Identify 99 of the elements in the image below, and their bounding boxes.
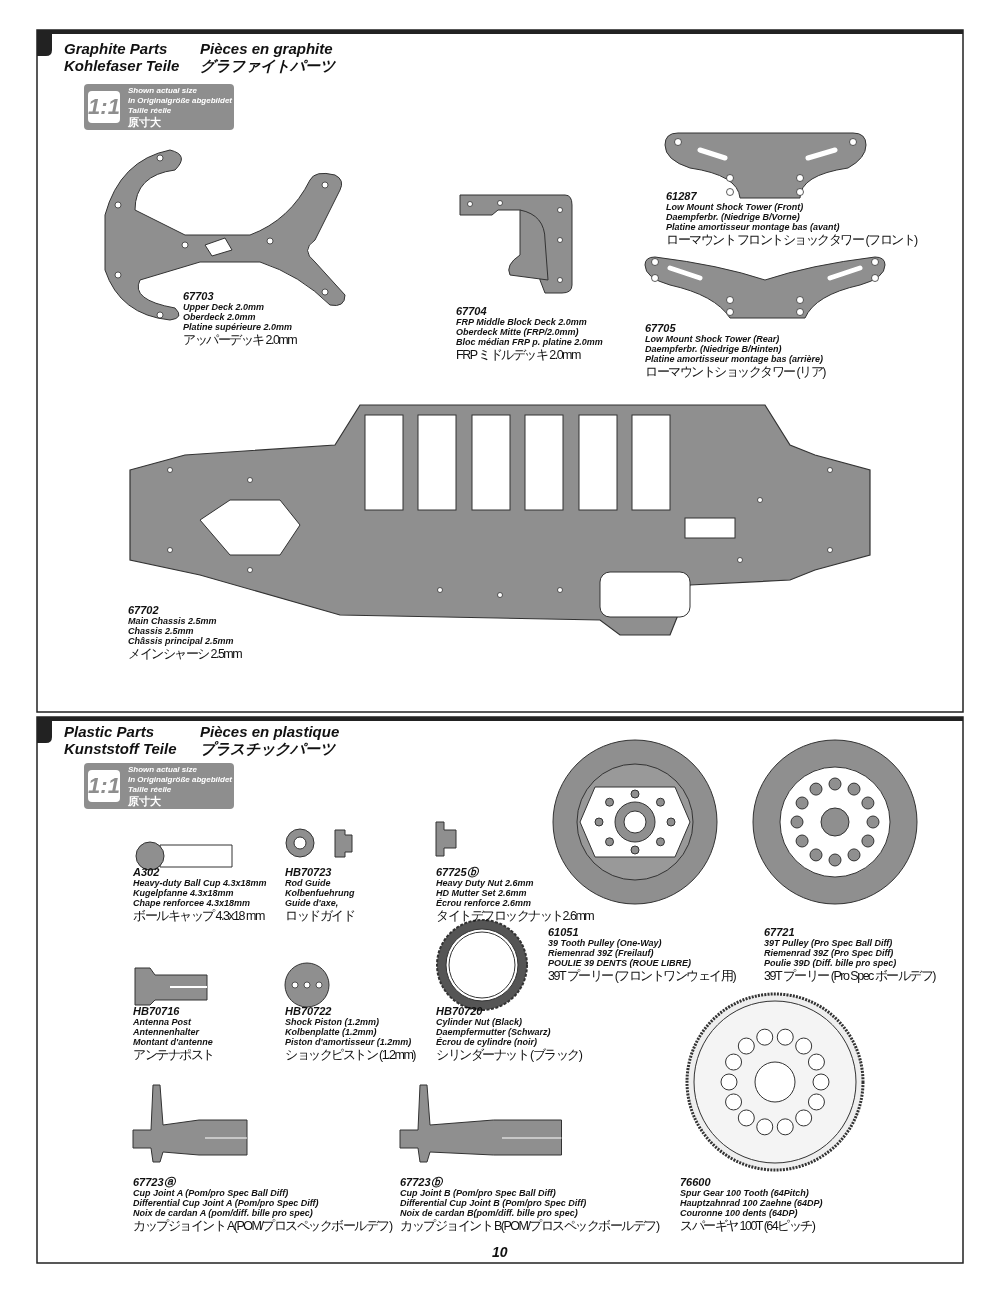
- part-description: FRP Middle Block Deck 2.0mm: [456, 317, 587, 327]
- part-description: Daempfermutter (Schwarz): [436, 1027, 551, 1037]
- part-description: スパーギヤ 100T (64ピッチ): [680, 1219, 815, 1233]
- part-description: Low Mount Shock Tower (Rear): [645, 334, 780, 344]
- part-description: Riemenrad 39Z (Freilauf): [548, 948, 654, 958]
- part-description: Platine amortisseur montage bas (arrière): [645, 354, 824, 364]
- part-description: アンテナポスト: [133, 1048, 214, 1062]
- scale-note: In Originalgröße abgebildet: [128, 96, 232, 105]
- part-description: Noix de cardan B(pom/diff. bille pro spec): [400, 1208, 578, 1218]
- section-title: Pièces en graphite: [200, 40, 333, 57]
- part-description: Upper Deck 2.0mm: [183, 302, 265, 312]
- part-number: 67702: [128, 604, 159, 616]
- part-description: POULIE 39 DENTS (ROUE LIBRE): [548, 958, 691, 968]
- part-description: Daempferbr. (Niedrige B/Hinten): [645, 344, 782, 354]
- part-description: Oberdeck 2.0mm: [183, 312, 256, 322]
- part-number: 67721: [764, 926, 795, 938]
- part-description: Bloc médian FRP p. platine 2.0mm: [456, 337, 603, 347]
- part-description: ローマウント フロントショックタワー (フロント): [666, 233, 917, 247]
- part-description: Cup Joint A (Pom/pro Spec Ball Diff): [133, 1188, 289, 1198]
- part-description: Low Mount Shock Tower (Front): [666, 202, 804, 212]
- part-description: カップジョイント B(POM/プロスペックボールデフ): [400, 1219, 659, 1233]
- section-title: Plastic Parts: [64, 723, 155, 740]
- part-number: HB70720: [436, 1005, 483, 1017]
- scale-note: Taille réelle: [128, 106, 172, 115]
- part-number: 61051: [548, 926, 579, 938]
- page-number: 10: [492, 1246, 508, 1258]
- part-description: Chape renforcee 4.3x18mm: [133, 898, 251, 908]
- part-description: アッパーデッキ 2.0mm: [183, 333, 297, 347]
- part-description: メインシャーシ 2.5mm: [128, 647, 242, 661]
- section-title: Kunststoff Teile: [64, 740, 177, 757]
- part-description: 39 Tooth Pulley (One-Way): [548, 938, 662, 948]
- part-description: Antennenhalter: [133, 1027, 199, 1037]
- part-description: Chassis 2.5mm: [128, 626, 194, 636]
- section-title: Kohlefaser Teile: [64, 57, 180, 74]
- part-description: ボールキャップ 4.3x18 mm: [133, 909, 264, 923]
- scale-ratio: 1:1: [88, 770, 120, 802]
- scale-ratio: 1:1: [88, 91, 120, 123]
- scale-note: Shown actual size: [128, 765, 197, 774]
- part-number: 61287: [666, 190, 697, 202]
- section-title: Pièces en plastique: [200, 723, 340, 740]
- part-description: カップジョイント A(POM/プロスペックボールデフ): [133, 1219, 392, 1233]
- part-description: Main Chassis 2.5mm: [128, 616, 217, 626]
- part-number: 67705: [645, 322, 676, 334]
- part-description: Cylinder Nut (Black): [436, 1017, 522, 1027]
- part-number: HB70723: [285, 866, 332, 878]
- part-description: Shock Piston (1.2mm): [285, 1017, 380, 1027]
- part-number: 67723ⓐ: [133, 1176, 175, 1188]
- part-description: HD Mutter Set 2.6mm: [436, 888, 527, 898]
- part-description: Oberdeck Mitte (FRP/2.0mm): [456, 327, 579, 337]
- part-description: Platine amortisseur montage bas (avant): [666, 222, 840, 232]
- section-title: Graphite Parts: [64, 40, 168, 57]
- part-description: 39T Pulley (Pro Spec Ball Diff): [764, 938, 893, 948]
- part-description: Kolbenplatte (1.2mm): [285, 1027, 377, 1037]
- part-description: ローマウントショックタワー (リア): [645, 365, 825, 379]
- scale-note: Taille réelle: [128, 785, 172, 794]
- part-description: Differential Cup Joint A (Pom/pro Spec Diff): [133, 1198, 319, 1208]
- section-title: プラスチックパーツ: [200, 740, 335, 757]
- part-description: ショックピストン (1.2mm): [285, 1048, 415, 1062]
- scale-note: Shown actual size: [128, 86, 197, 95]
- part-description: Châssis principal 2.5mm: [128, 636, 234, 646]
- part-description: Kugelpfanne 4.3x18mm: [133, 888, 234, 898]
- part-description: タイトデフロックナット2.6mm: [436, 909, 594, 923]
- part-description: Noix de cardan A (pom/diff. bille pro spec): [133, 1208, 313, 1218]
- part-description: Rod Guide: [285, 878, 331, 888]
- part-description: Daempferbr. (Niedrige B/Vorne): [666, 212, 800, 222]
- part-number: HB70716: [133, 1005, 180, 1017]
- scale-note: 原寸大: [128, 795, 161, 807]
- part-description: Antenna Post: [133, 1017, 191, 1027]
- part-number: HB70722: [285, 1005, 332, 1017]
- part-description: Guide d'axe,: [285, 898, 339, 908]
- part-description: Differential Cup Joint B (Pom/pro Spec Diff): [400, 1198, 587, 1208]
- part-description: Piston d'amortisseur (1.2mm): [285, 1037, 412, 1047]
- section-title: グラファイトパーツ: [200, 57, 335, 74]
- part-description: Spur Gear 100 Tooth (64Pitch): [680, 1188, 809, 1198]
- scale-note: In Originalgröße abgebildet: [128, 775, 232, 784]
- part-number: 76600: [680, 1176, 711, 1188]
- part-description: Poulie 39D (Diff. bille pro spec): [764, 958, 897, 968]
- part-description: Montant d'antenne: [133, 1037, 213, 1047]
- part-description: Cup Joint B (Pom/pro Spec Ball Diff): [400, 1188, 556, 1198]
- part-number: 67725ⓑ: [436, 866, 478, 878]
- part-description: Écrou de cylindre (noir): [436, 1037, 538, 1047]
- part-description: 39T プーリー (フロントワンウェイ用): [548, 969, 736, 983]
- part-description: Kolbenfuehrung: [285, 888, 355, 898]
- part-description: Heavy Duty Nut 2.6mm: [436, 878, 534, 888]
- part-number: A302: [133, 866, 160, 878]
- part-description: Hauptzahnrad 100 Zaehne (64DP): [680, 1198, 823, 1208]
- part-description: Écrou renforce 2.6mm: [436, 898, 532, 908]
- part-description: シリンダーナット (ブラック): [436, 1048, 582, 1062]
- part-description: Couronne 100 dents (64DP): [680, 1208, 798, 1218]
- part-description: 39T プーリー (Pro Spec ボールデフ): [764, 969, 935, 983]
- scale-note: 原寸大: [128, 116, 161, 128]
- part-number: 67704: [456, 305, 487, 317]
- part-description: FRP ミドルデッキ 2.0mm: [456, 348, 580, 362]
- part-description: Heavy-duty Ball Cup 4.3x18mm: [133, 878, 267, 888]
- part-description: Riemenrad 39Z (Pro Spec Diff): [764, 948, 894, 958]
- part-number: 67723ⓑ: [400, 1176, 442, 1188]
- part-description: Platine supérieure 2.0mm: [183, 322, 293, 332]
- part-description: ロッドガイド: [285, 909, 354, 923]
- part-number: 67703: [183, 290, 214, 302]
